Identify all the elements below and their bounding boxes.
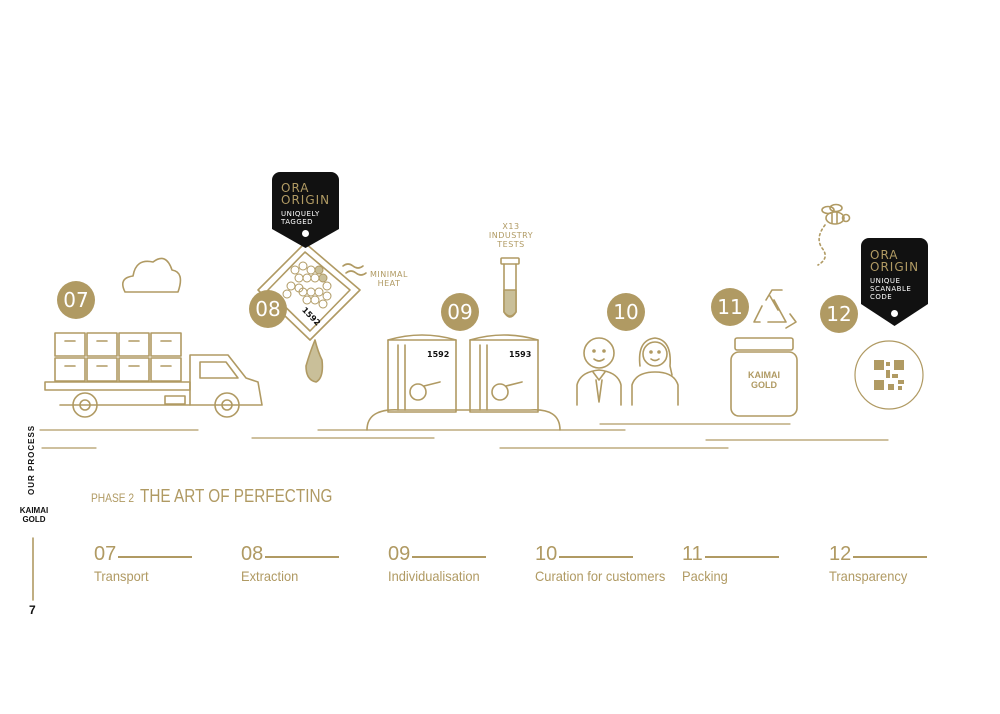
jar-label: KAIMAI GOLD <box>748 370 780 390</box>
step-09: 09 Individualisation <box>388 543 518 584</box>
step-name: Extraction <box>241 568 299 584</box>
phase-title: THE ART OF PERFECTING <box>140 486 333 506</box>
honey-vats-icon <box>366 334 561 431</box>
step-num: 12 <box>829 543 852 565</box>
customers-icon <box>576 337 679 406</box>
honeycomb-frame-icon <box>257 242 361 383</box>
ground-lines <box>39 423 889 449</box>
bee-icon <box>817 203 851 266</box>
step-circle-12: 12 <box>820 295 858 333</box>
qr-circle <box>854 340 924 410</box>
vat-2-code: 1593 <box>509 350 532 359</box>
heat-waves-icon <box>342 263 367 276</box>
page-number: 7 <box>29 603 36 617</box>
step-circle-10: 10 <box>607 293 645 331</box>
step-num: 08 <box>241 543 264 565</box>
step-circle-11: 11 <box>711 288 749 326</box>
ora-origin-tag-12: ORA ORIGIN UNIQUE SCANABLE CODE <box>861 238 928 326</box>
tag-12-line2: ORIGIN <box>870 260 920 274</box>
step-12: 12 Transparency <box>829 543 959 584</box>
industry-tests-label: X13 INDUSTRY TESTS <box>488 222 534 249</box>
truck-icon <box>44 332 263 418</box>
recycle-icon <box>753 289 797 329</box>
tag-12-line3: UNIQUE <box>870 277 901 285</box>
tag-12-line4: SCANABLE <box>870 285 912 293</box>
brand-logo: KAIMAI GOLD <box>19 506 49 524</box>
phase-prefix: PHASE 2 <box>91 491 135 505</box>
tag-08-hole <box>302 230 309 237</box>
step-11: 11 Packing <box>682 543 812 584</box>
step-name: Transparency <box>829 568 908 584</box>
test-tube-icon <box>500 257 520 318</box>
honey-jar-icon <box>730 337 798 417</box>
vat-1-code: 1592 <box>427 350 450 359</box>
step-num: 11 <box>682 543 703 565</box>
tag-12-line1: ORA <box>870 248 899 262</box>
step-circle-09: 09 <box>441 293 479 331</box>
step-name: Individualisation <box>388 568 480 584</box>
sidebar-label: OUR PROCESS <box>27 424 36 495</box>
step-name: Packing <box>682 568 728 584</box>
step-07: 07 Transport <box>94 543 224 584</box>
step-name: Curation for customers <box>535 568 666 584</box>
step-10: 10 Curation for customers <box>535 543 665 584</box>
step-num: 10 <box>535 543 558 565</box>
step-circle-07: 07 <box>57 281 95 319</box>
tag-08-line3: UNIQUELY <box>281 210 320 218</box>
tag-12-line5: CODE <box>870 293 893 301</box>
tag-08-line2: ORIGIN <box>281 193 331 207</box>
tag-08-line1: ORA <box>281 181 310 195</box>
tag-12-hole <box>891 310 898 317</box>
phase-heading: PHASE 2 THE ART OF PERFECTING <box>91 486 367 507</box>
step-num: 09 <box>388 543 411 565</box>
step-circle-08: 08 <box>249 290 287 328</box>
step-name: Transport <box>94 568 149 584</box>
minimal-heat-label: MINIMAL HEAT <box>370 270 408 288</box>
qr-code-icon <box>874 360 904 390</box>
cloud-icon <box>122 257 182 293</box>
tag-08-line4: TAGGED <box>281 218 314 226</box>
step-08: 08 Extraction <box>241 543 371 584</box>
step-num: 07 <box>94 543 117 565</box>
